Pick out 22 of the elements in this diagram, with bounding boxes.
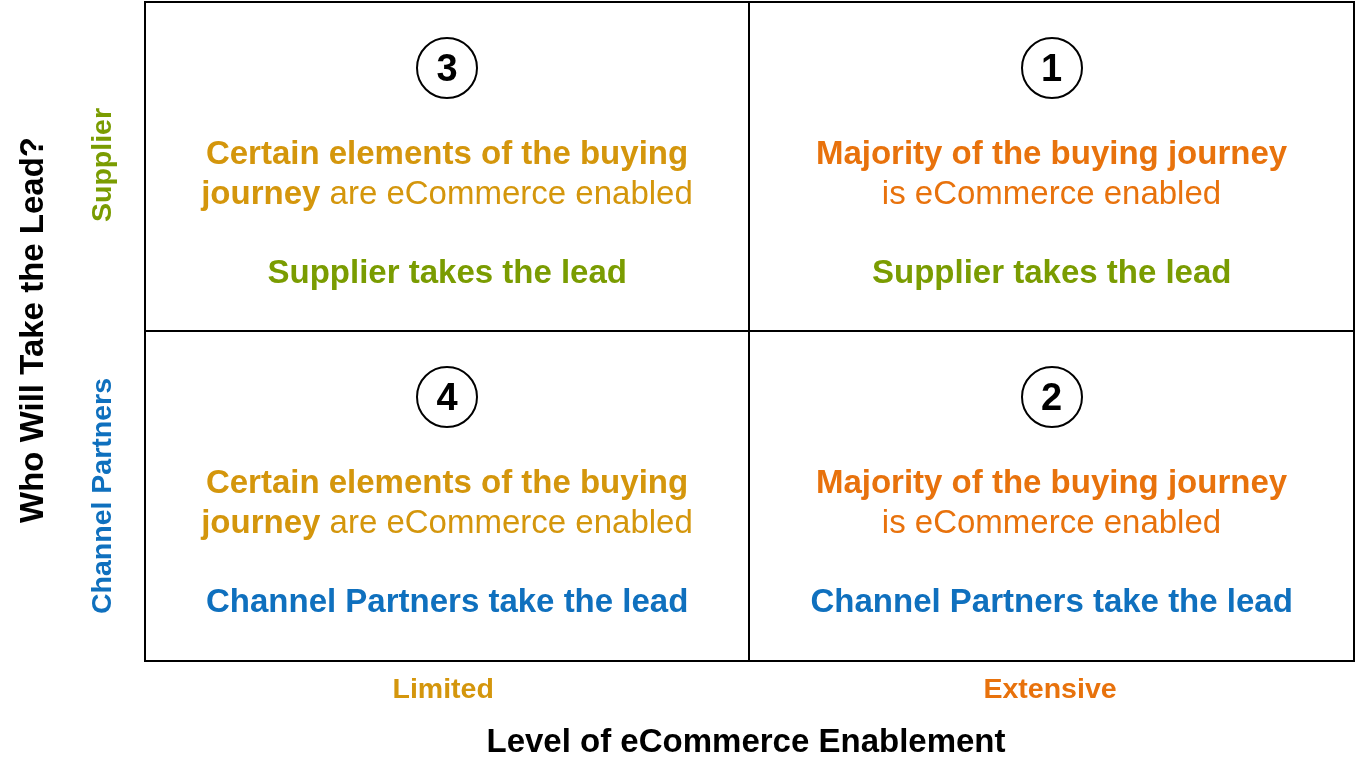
lead-statement: Supplier takes the lead bbox=[267, 252, 627, 292]
number-circle: 3 bbox=[416, 37, 478, 99]
number-circle: 4 bbox=[416, 366, 478, 428]
column-label: Extensive bbox=[983, 671, 1117, 705]
row-label: Supplier bbox=[84, 108, 118, 222]
description-text: Majority of the buying journey is eCommerce enabled bbox=[814, 133, 1289, 213]
axis-title: Who Will Take the Lead? bbox=[13, 137, 51, 523]
row-label: Channel Partners bbox=[84, 378, 118, 614]
number-circle: 1 bbox=[1020, 37, 1083, 99]
number-circle: 2 bbox=[1020, 366, 1083, 428]
quadrant-cell bbox=[748, 1, 1355, 332]
description-text: Majority of the buying journey is eCommerce enabled bbox=[814, 462, 1289, 542]
quadrant-cell bbox=[144, 1, 750, 332]
description-text: Certain elements of the buying journey are eCommerce enabled bbox=[199, 462, 694, 542]
quadrant-cell bbox=[144, 330, 750, 662]
lead-statement: Channel Partners take the lead bbox=[206, 581, 689, 621]
lead-statement: Channel Partners take the lead bbox=[810, 581, 1293, 621]
description-text: Certain elements of the buying journey are eCommerce enabled bbox=[199, 133, 694, 213]
axis-title: Level of eCommerce Enablement bbox=[486, 722, 1006, 760]
quadrant-cell bbox=[748, 330, 1355, 662]
lead-statement: Supplier takes the lead bbox=[872, 252, 1232, 292]
column-label: Limited bbox=[392, 671, 494, 705]
